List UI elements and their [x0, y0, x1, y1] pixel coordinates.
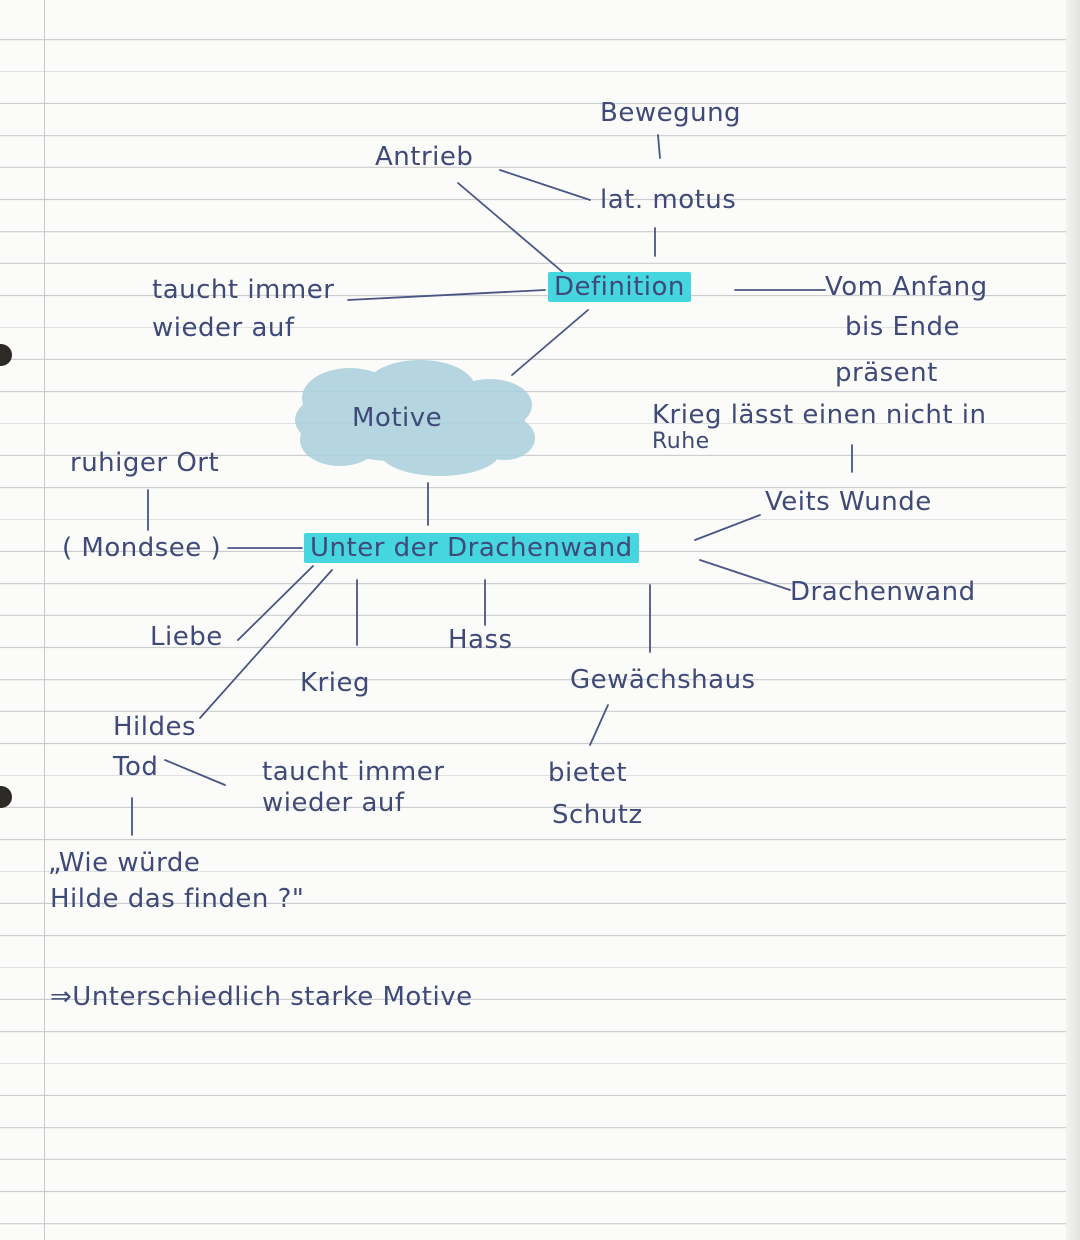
liebe-label: Liebe — [150, 622, 223, 652]
taucht-bottom-line2: wieder auf — [262, 788, 405, 818]
krieg-label: Krieg — [300, 668, 370, 698]
antrieb-label: Antrieb — [375, 142, 474, 172]
wie-wuerde-line1: „Wie würde — [48, 848, 201, 878]
center-label: Unter der Drachenwand — [304, 533, 639, 563]
margin-line — [44, 0, 45, 1240]
mondsee-label: ( Mondsee ) — [62, 533, 222, 563]
vom-anfang-line1: Vom Anfang — [825, 272, 988, 302]
veits-wunde-label: Veits Wunde — [765, 487, 932, 517]
lat-motus-label: lat. motus — [600, 185, 737, 215]
krieg-laesst-line1: Krieg lässt einen nicht in — [652, 400, 987, 430]
center-node: Unter der Drachenwand — [304, 533, 639, 563]
conclusion-text: ⇒Unterschiedlich starke Motive — [50, 982, 473, 1012]
ruhiger-ort-label: ruhiger Ort — [70, 448, 220, 478]
hass-label: Hass — [448, 625, 513, 655]
drachenwand-label: Drachenwand — [790, 577, 976, 607]
page-edge — [1066, 0, 1080, 1240]
krieg-laesst-line2: Ruhe — [652, 429, 710, 454]
wie-wuerde-line2: Hilde das finden ?" — [50, 884, 305, 914]
bietet-line2: Schutz — [552, 800, 643, 830]
motive-cloud-label: Motive — [352, 403, 443, 433]
binder-hole — [0, 344, 12, 366]
bewegung-label: Bewegung — [600, 98, 742, 128]
bietet-line1: bietet — [548, 758, 628, 788]
taucht-top-line1: taucht immer — [152, 275, 335, 305]
hildes-tod-line1: Hildes — [113, 712, 197, 742]
motive-cloud — [295, 360, 535, 476]
binder-hole — [0, 786, 12, 808]
definition-label: Definition — [548, 272, 691, 302]
vom-anfang-line3: präsent — [835, 358, 938, 388]
hildes-tod-line2: Tod — [113, 752, 159, 782]
taucht-top-line2: wieder auf — [152, 313, 295, 343]
gewaechshaus-label: Gewächshaus — [570, 665, 756, 695]
definition-node: Definition — [548, 272, 691, 302]
vom-anfang-line2: bis Ende — [845, 312, 960, 342]
taucht-bottom-line1: taucht immer — [262, 757, 445, 787]
